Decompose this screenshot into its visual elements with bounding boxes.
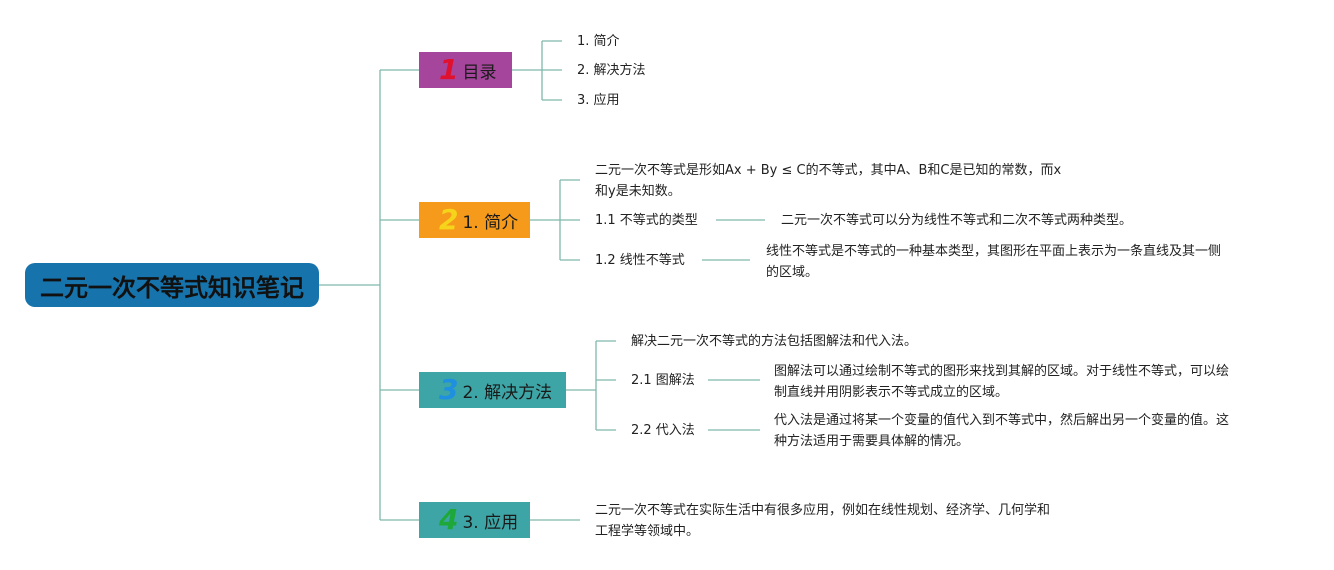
linear-inequality-desc-line2: 的区域。 (766, 265, 819, 280)
branch-label: 目录 (462, 62, 497, 83)
branch-contents[interactable]: 1 目录 (419, 52, 512, 88)
subtopic-substitution-method[interactable]: 2.2 代入法 (631, 423, 695, 438)
intro-text-line1: 二元一次不等式是形如Ax + By ≤ C的不等式，其中A、B和C是已知的常数，… (595, 163, 1062, 178)
contents-item-intro[interactable]: 1. 简介 (577, 34, 620, 49)
branch-introduction[interactable]: 2 1. 简介 (419, 202, 530, 238)
subtopic-linear-inequality[interactable]: 1.2 线性不等式 (595, 253, 685, 268)
applications-text-line1: 二元一次不等式在实际生活中有很多应用，例如在线性规划、经济学、几何学和 (595, 503, 1051, 518)
contents-item-methods[interactable]: 2. 解决方法 (577, 63, 646, 78)
graphical-method-desc-line1: 图解法可以通过绘制不等式的图形来找到其解的区域。对于线性不等式，可以绘 (774, 364, 1230, 379)
contents-item-applications[interactable]: 3. 应用 (577, 93, 620, 108)
substitution-method-desc-line2: 种方法适用于需要具体解的情况。 (774, 434, 970, 449)
number-three-icon: 3 (439, 373, 459, 406)
number-four-icon: 4 (439, 503, 459, 536)
root-title: 二元一次不等式知识笔记 (40, 273, 304, 302)
branch-label: 3. 应用 (462, 512, 519, 533)
root-topic[interactable]: 二元一次不等式知识笔记 (25, 263, 319, 307)
number-two-icon: 2 (439, 203, 459, 236)
inequality-types-desc: 二元一次不等式可以分为线性不等式和二次不等式两种类型。 (781, 213, 1133, 228)
branch-solution-methods[interactable]: 3 2. 解决方法 (419, 372, 566, 408)
methods-intro-text: 解决二元一次不等式的方法包括图解法和代入法。 (631, 334, 918, 349)
branch-label: 1. 简介 (462, 212, 519, 233)
subtopic-inequality-types[interactable]: 1.1 不等式的类型 (595, 213, 698, 228)
graphical-method-desc-line2: 制直线并用阴影表示不等式成立的区域。 (774, 385, 1009, 400)
number-one-icon: 1 (439, 53, 459, 86)
applications-text-line2: 工程学等领域中。 (595, 524, 700, 539)
intro-text-line2: 和y是未知数。 (595, 184, 681, 199)
linear-inequality-desc-line1: 线性不等式是不等式的一种基本类型，其图形在平面上表示为一条直线及其一侧 (766, 244, 1222, 259)
branch-applications[interactable]: 4 3. 应用 (419, 502, 530, 538)
branch-label: 2. 解决方法 (462, 382, 553, 403)
substitution-method-desc-line1: 代入法是通过将某一个变量的值代入到不等式中，然后解出另一个变量的值。这 (774, 413, 1230, 428)
subtopic-graphical-method[interactable]: 2.1 图解法 (631, 373, 695, 388)
